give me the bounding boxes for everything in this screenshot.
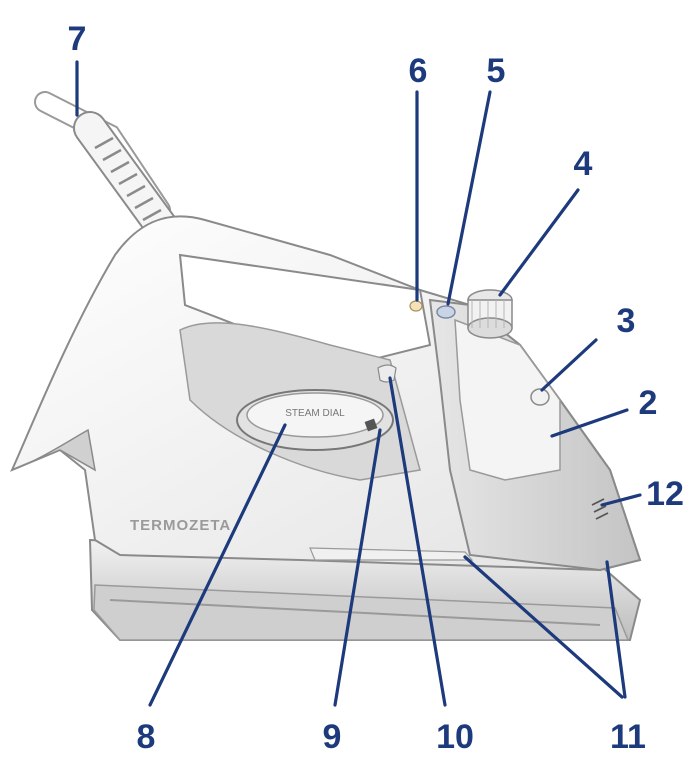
temperature-dial[interactable] xyxy=(467,289,513,339)
water-inlet-dial[interactable]: STEAM DIAL xyxy=(236,389,394,451)
label-10: 10 xyxy=(436,718,474,756)
label-6: 6 xyxy=(409,52,428,90)
brand-logo: TERMOZETA xyxy=(130,517,231,534)
self-clean-button[interactable] xyxy=(364,418,378,432)
spray-button[interactable] xyxy=(409,300,423,312)
dial-text: STEAM DIAL xyxy=(285,408,345,419)
callout-labels: 7 6 5 4 3 2 12 8 9 10 11 xyxy=(68,20,684,756)
label-12: 12 xyxy=(646,475,684,513)
label-11: 11 xyxy=(610,718,646,756)
leader-lines xyxy=(75,60,642,707)
label-9: 9 xyxy=(323,718,342,756)
steam-burst-button[interactable] xyxy=(436,305,456,319)
indicator-light-strip xyxy=(309,547,474,561)
label-8: 8 xyxy=(137,718,156,756)
steam-selector[interactable] xyxy=(377,364,397,383)
label-3: 3 xyxy=(617,302,636,340)
label-2: 2 xyxy=(639,384,658,422)
water-tank-window xyxy=(454,318,561,481)
power-cord xyxy=(34,91,187,255)
tip-vents xyxy=(591,498,609,520)
label-7: 7 xyxy=(68,20,87,58)
front-button[interactable] xyxy=(530,388,550,406)
label-5: 5 xyxy=(487,52,506,90)
label-4: 4 xyxy=(574,145,593,183)
